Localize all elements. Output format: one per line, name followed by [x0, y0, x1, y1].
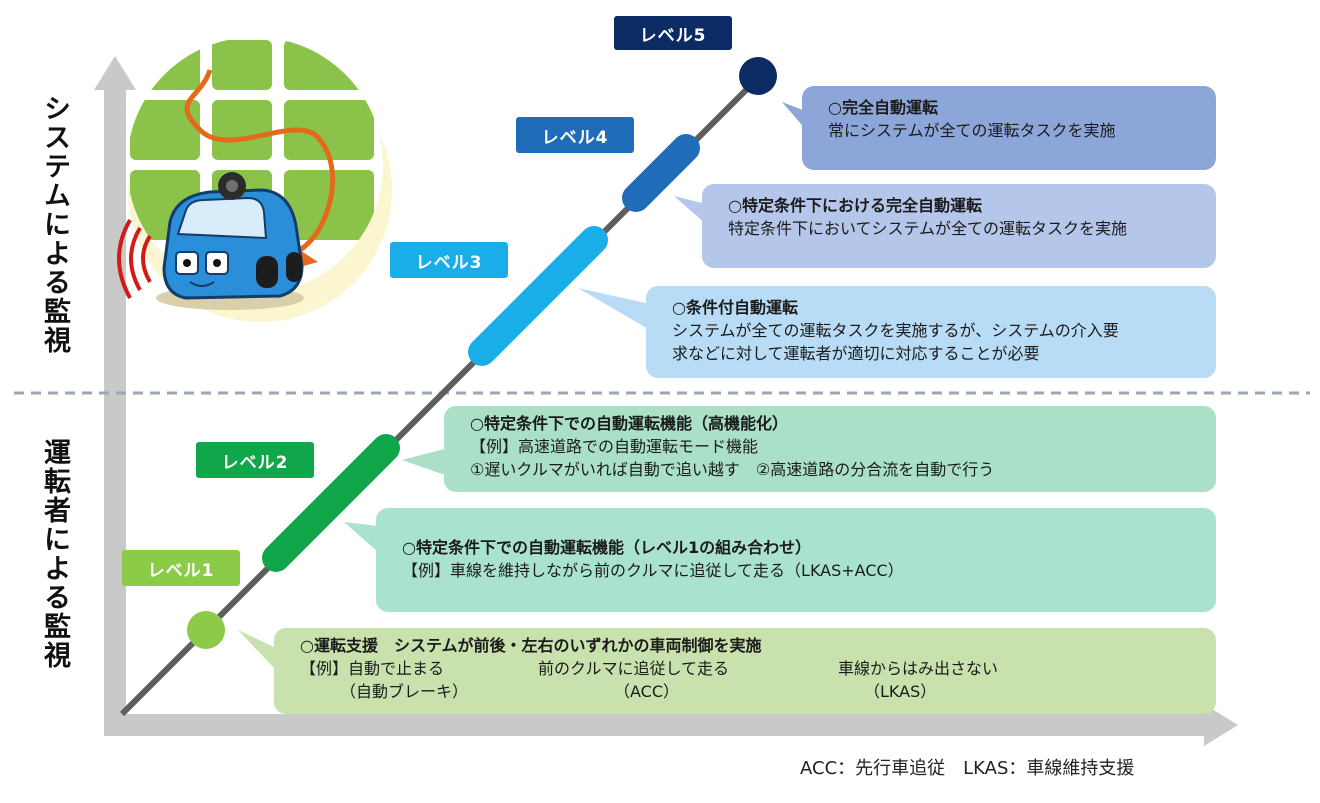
level1-marker: [187, 611, 225, 649]
level3-line-2: 求などに対して運転者が適切に対応することが必要: [672, 344, 1040, 363]
level1-example-3: 車線からはみ出さない （LKAS）: [838, 657, 1098, 703]
level2-high-line-2: ①遅いクルマがいれば自動で追い越す ②高速道路の分合流を自動で行う: [470, 460, 995, 479]
level4-segment: [622, 134, 700, 212]
level4-line-1: 特定条件下においてシステムが全ての運転タスクを実施: [728, 219, 1128, 238]
level3-segment: [468, 226, 608, 366]
level4-title: ○特定条件下における完全自動運転: [728, 196, 982, 215]
level1-example-2: 前のクルマに追従して走る （ACC）: [538, 657, 798, 703]
level2-segment: [262, 434, 400, 572]
level2-high-line-1: 【例】高速道路での自動運転モード機能: [470, 437, 759, 456]
level5-marker: [739, 57, 777, 95]
level5-badge: レベル5: [614, 16, 732, 50]
self-driving-car-illustration: [117, 37, 392, 322]
callout-pointer-level2-high: [402, 448, 448, 476]
level2-badge: レベル2: [196, 442, 314, 478]
level2-high-title: ○特定条件下での自動運転機能（高機能化）: [470, 414, 788, 433]
level2-combo-line-1: 【例】車線を維持しながら前のクルマに追従して走る（LKAS+ACC）: [402, 561, 904, 580]
level1-example-2-sub: （ACC）: [614, 682, 680, 701]
level3-title: ○条件付自動運転: [672, 298, 798, 317]
y-axis-arrowhead: [94, 56, 136, 90]
callout-pointer-level2-combo: [344, 522, 378, 552]
driver-monitoring-label: 運転者による監視: [39, 438, 70, 670]
level3-description: ○条件付自動運転 システムが全ての運転タスクを実施するが、システムの介入要 求な…: [646, 286, 1216, 378]
abbreviation-footnote: ACC：先行車追従 LKAS：車線維持支援: [800, 758, 1135, 779]
level1-description: ○運転支援 システムが前後・左右のいずれかの車両制御を実施 【例】自動で止まる …: [274, 628, 1216, 714]
level1-example-1: 【例】自動で止まる （自動ブレーキ）: [300, 657, 560, 703]
level1-example-prefix: 【例】: [300, 659, 349, 678]
system-monitoring-label: システムによる監視: [39, 94, 70, 355]
level3-line-1: システムが全ての運転タスクを実施するが、システムの介入要: [672, 321, 1119, 340]
level1-badge: レベル1: [122, 550, 240, 586]
callout-pointer-level3: [578, 288, 650, 330]
level1-example-1-main: 自動で止まる: [348, 659, 445, 678]
level2-high-description: ○特定条件下での自動運転機能（高機能化） 【例】高速道路での自動運転モード機能 …: [444, 406, 1216, 492]
level1-example-2-main: 前のクルマに追従して走る: [538, 659, 730, 678]
x-axis: [104, 714, 1210, 736]
callout-pointer-level5: [782, 102, 808, 132]
level1-example-3-sub: （LKAS）: [864, 682, 937, 701]
level1-title: ○運転支援 システムが前後・左右のいずれかの車両制御を実施: [300, 636, 762, 655]
level3-badge: レベル3: [390, 242, 508, 278]
level1-example-1-sub: （自動ブレーキ）: [340, 682, 469, 701]
callout-pointer-level4: [674, 196, 706, 224]
level5-description: ○完全自動運転 常にシステムが全ての運転タスクを実施: [802, 86, 1216, 170]
y-axis: [104, 84, 126, 736]
level1-examples: 【例】自動で止まる （自動ブレーキ） 前のクルマに追従して走る （ACC） 車線…: [300, 657, 1202, 703]
x-axis-arrowhead: [1204, 704, 1238, 746]
level2-combo-title: ○特定条件下での自動運転機能（レベル1の組み合わせ）: [402, 538, 812, 557]
level4-description: ○特定条件下における完全自動運転 特定条件下においてシステムが全ての運転タスクを…: [702, 184, 1216, 268]
level5-title: ○完全自動運転: [828, 98, 938, 117]
callout-pointer-level1: [238, 630, 276, 670]
level2-combo-description: ○特定条件下での自動運転機能（レベル1の組み合わせ） 【例】車線を維持しながら前…: [376, 508, 1216, 612]
level4-badge: レベル4: [516, 117, 634, 153]
level5-line-1: 常にシステムが全ての運転タスクを実施: [828, 121, 1116, 140]
level1-example-3-main: 車線からはみ出さない: [838, 659, 999, 678]
